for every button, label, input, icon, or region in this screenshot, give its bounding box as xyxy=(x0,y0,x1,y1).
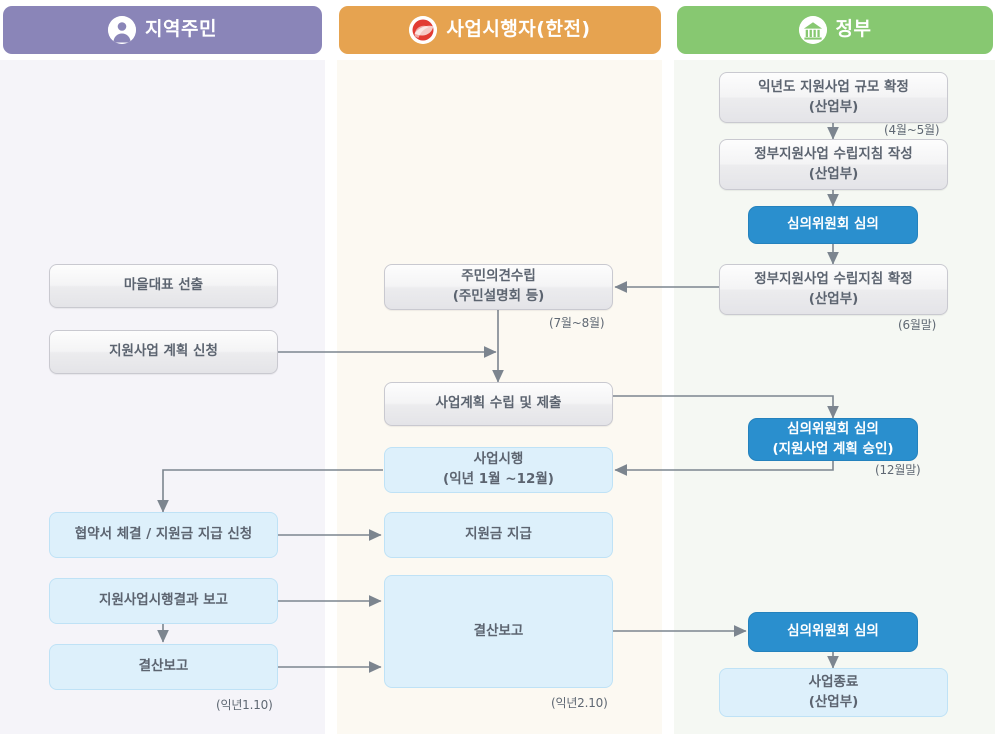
node-op-execute-line1: 사업시행 xyxy=(473,451,524,468)
lane-title-government: 정부 xyxy=(835,17,872,40)
node-gov-review-1[interactable]: 심의위원회 심의 xyxy=(748,206,918,244)
node-op-opinion-line1: 주민의견수립 xyxy=(461,268,536,285)
lane-header-operator: 사업시행자(한전) xyxy=(339,6,661,54)
node-op-settlement[interactable]: 결산보고 xyxy=(384,575,613,688)
node-res-result-report[interactable]: 지원사업시행결과 보고 xyxy=(49,578,278,624)
caption-next-2-10: (익년2.10) xyxy=(551,696,608,710)
node-res-settlement[interactable]: 결산보고 xyxy=(49,644,278,690)
node-gov-review-2-line2: (지원사업 계획 승인) xyxy=(772,440,894,457)
node-gov-end-line2: (산업부) xyxy=(808,693,859,710)
node-res-apply[interactable]: 지원사업 계획 신청 xyxy=(49,330,278,374)
node-gov-guideline-fixed-line1: 정부지원사업 수립지침 확정 xyxy=(754,270,913,287)
node-res-contract[interactable]: 협약서 체결 / 지원금 지급 신청 xyxy=(49,512,278,558)
node-res-apply-label: 지원사업 계획 신청 xyxy=(109,343,218,360)
node-op-opinion[interactable]: 주민의견수립 (주민설명회 등) xyxy=(384,264,613,310)
node-gov-guideline-line2: (산업부) xyxy=(808,165,859,182)
node-gov-review-3[interactable]: 심의위원회 심의 xyxy=(748,612,918,652)
node-op-opinion-line2: (주민설명회 등) xyxy=(452,288,545,304)
caption-jul-aug: (7월~8월) xyxy=(549,316,605,330)
node-gov-end[interactable]: 사업종료 (산업부) xyxy=(719,668,948,717)
node-op-payment[interactable]: 지원금 지급 xyxy=(384,512,613,558)
node-res-settlement-label: 결산보고 xyxy=(138,658,189,675)
node-gov-review-2[interactable]: 심의위원회 심의 (지원사업 계획 승인) xyxy=(748,418,918,461)
node-gov-scale-line2: (산업부) xyxy=(808,98,859,115)
node-gov-guideline-fixed-line2: (산업부) xyxy=(808,290,859,307)
node-op-plan-label: 사업계획 수립 및 제출 xyxy=(435,395,562,412)
node-op-execute[interactable]: 사업시행 (익년 1월 ~12월) xyxy=(384,447,613,493)
node-res-contract-label: 협약서 체결 / 지원금 지급 신청 xyxy=(74,526,253,543)
node-op-settlement-label: 결산보고 xyxy=(473,622,524,639)
lane-title-residents: 지역주민 xyxy=(145,17,217,40)
lane-header-government: 정부 xyxy=(677,6,993,54)
node-gov-scale-line1: 익년도 지원사업 규모 확정 xyxy=(758,78,909,95)
node-gov-end-line1: 사업종료 xyxy=(808,673,859,690)
caption-jun-end: (6월말) xyxy=(898,318,937,332)
node-gov-scale[interactable]: 익년도 지원사업 규모 확정 (산업부) xyxy=(719,72,948,123)
lane-header-residents: 지역주민 xyxy=(3,6,322,54)
bank-icon xyxy=(798,16,827,44)
node-op-payment-label: 지원금 지급 xyxy=(465,526,532,543)
node-gov-guideline-line1: 정부지원사업 수립지침 작성 xyxy=(754,145,913,162)
node-op-execute-line2: (익년 1월 ~12월) xyxy=(443,471,554,487)
node-gov-guideline-fixed[interactable]: 정부지원사업 수립지침 확정 (산업부) xyxy=(719,264,948,315)
caption-dec-end: (12월말) xyxy=(875,463,921,477)
caption-next-1-10: (익년1.10) xyxy=(216,698,273,712)
caption-apr-may: (4월~5월) xyxy=(884,123,940,137)
node-res-representative[interactable]: 마을대표 선출 xyxy=(49,264,278,308)
lane-title-operator: 사업시행자(한전) xyxy=(446,17,591,40)
node-res-representative-label: 마을대표 선출 xyxy=(123,277,204,294)
node-gov-review-1-label: 심의위원회 심의 xyxy=(787,216,879,233)
person-icon xyxy=(108,16,137,44)
node-op-plan[interactable]: 사업계획 수립 및 제출 xyxy=(384,382,613,426)
kepco-icon xyxy=(409,16,438,44)
node-res-result-report-label: 지원사업시행결과 보고 xyxy=(99,592,228,609)
node-gov-review-2-line1: 심의위원회 심의 xyxy=(787,420,879,437)
node-gov-guideline[interactable]: 정부지원사업 수립지침 작성 (산업부) xyxy=(719,139,948,190)
node-gov-review-3-label: 심의위원회 심의 xyxy=(787,623,879,640)
